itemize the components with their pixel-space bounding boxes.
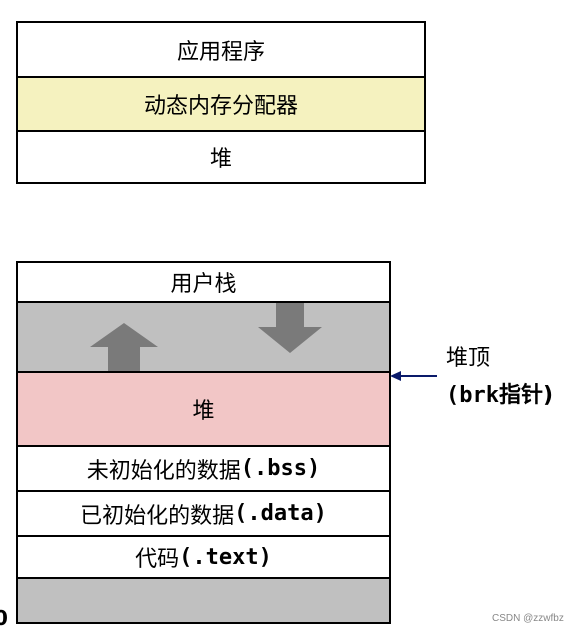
heap-label: 堆 [192, 399, 215, 424]
application-row: 应用程序 [18, 23, 424, 76]
heap-grow-up-arrow [90, 323, 158, 371]
brk-label-line2: (brk指针) [446, 377, 553, 409]
bss-section-label: (.bss) [240, 456, 321, 481]
stack-grow-down-arrow [258, 303, 322, 353]
app-stack-diagram: 应用程序 动态内存分配器 堆 [16, 21, 426, 184]
heap-row-top: 堆 [18, 130, 424, 182]
allocator-label: 动态内存分配器 [143, 94, 298, 119]
reserved-bottom-row [18, 577, 389, 622]
brk-label-line1: 堆顶 [446, 346, 491, 371]
user-stack-label: 用户栈 [170, 272, 237, 297]
brk-pointer-suffix: 指针) [498, 383, 554, 408]
data-label: 已初始化的数据 [80, 503, 235, 529]
text-section-label: (.text) [179, 544, 272, 570]
heap-label-top: 堆 [209, 147, 232, 172]
brk-keyword: (brk [446, 383, 499, 408]
text-row: 代码 (.text) [18, 535, 389, 577]
data-row: 已初始化的数据 (.data) [18, 490, 389, 535]
user-stack-row: 用户栈 [18, 263, 389, 301]
free-gap-region [18, 301, 389, 371]
brk-pointer-arrow [390, 371, 437, 381]
heap-row: 堆 [18, 371, 389, 445]
text-label: 代码 [135, 547, 180, 572]
data-section-label: (.data) [234, 501, 327, 526]
application-label: 应用程序 [176, 39, 265, 65]
bss-row: 未初始化的数据 (.bss) [18, 445, 389, 490]
address-zero-label: 0 [0, 606, 8, 630]
bss-label: 未初始化的数据 [86, 458, 241, 484]
allocator-row: 动态内存分配器 [18, 76, 424, 130]
growth-arrows [90, 303, 322, 371]
watermark: CSDN @zzwfbz [492, 613, 564, 624]
memory-layout-diagram: 用户栈 堆 未初始化的数据 (.bss) 已初始化的数据 (.data) 代码 … [16, 261, 391, 624]
